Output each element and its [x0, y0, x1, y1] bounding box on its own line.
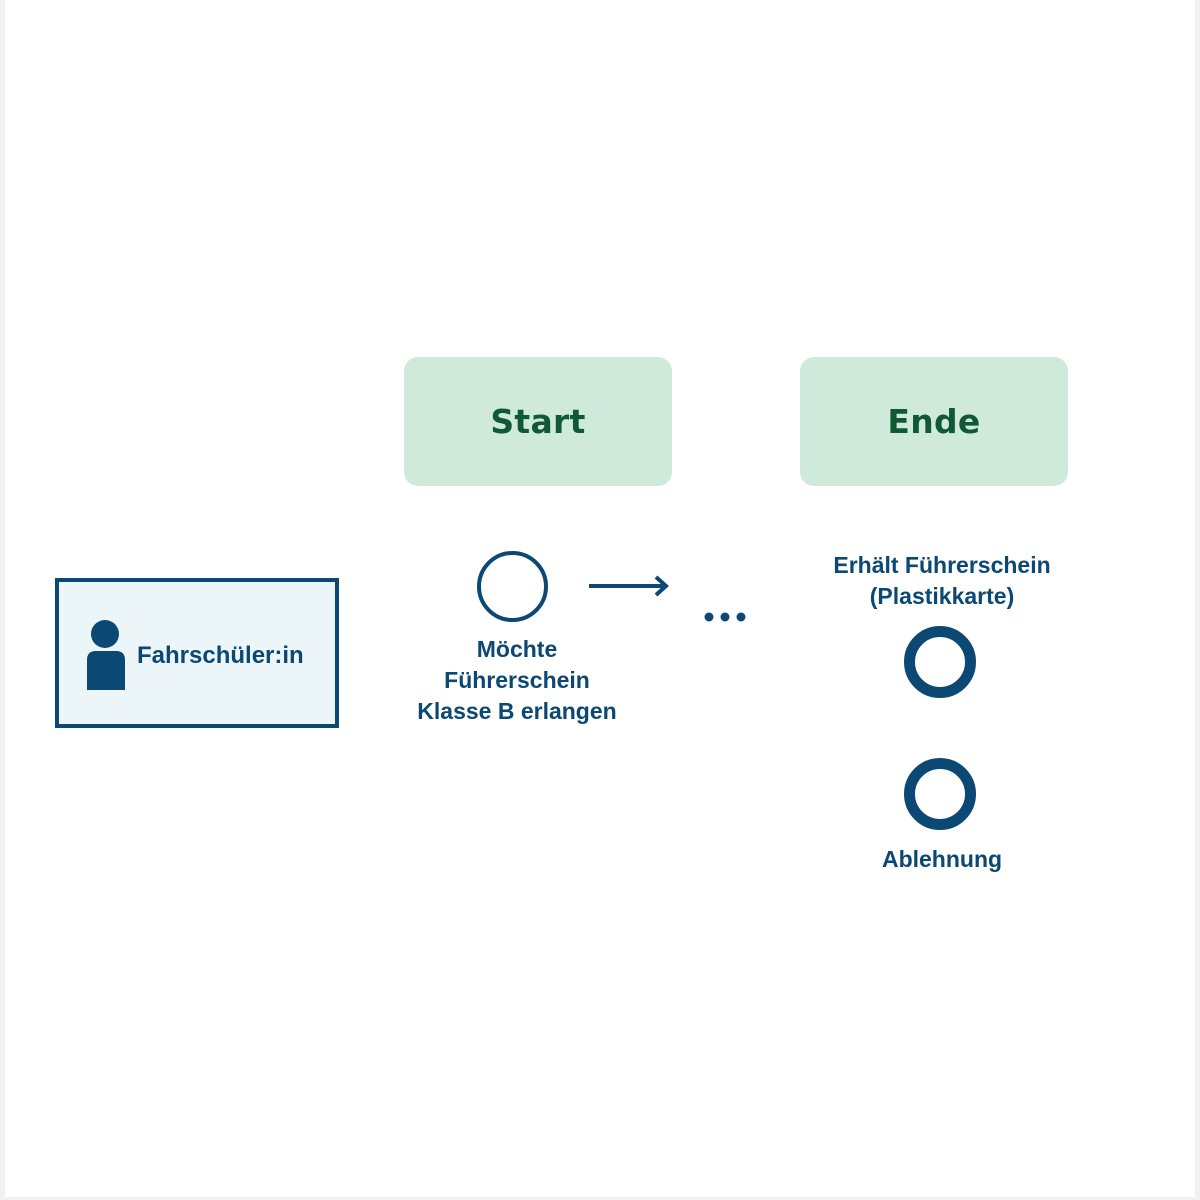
actor-box: Fahrschüler:in — [55, 578, 339, 728]
end-event-label-line: Ablehnung — [881, 846, 1003, 872]
end-event-label-license: Erhält Führerschein (Plastikkarte) — [802, 550, 1082, 612]
start-event-label-line: Führerschein — [444, 667, 590, 693]
start-event-circle — [477, 551, 548, 622]
actor-label: Fahrschüler:in — [137, 642, 304, 669]
end-event-rejection-circle — [904, 758, 976, 830]
end-event-label-line: (Plastikkarte) — [869, 583, 1015, 609]
end-event-license-circle — [904, 626, 976, 698]
end-event-label-line: Erhält Führerschein — [833, 552, 1051, 578]
phase-start-label: Start — [490, 402, 586, 441]
start-event-label: Möchte Führerschein Klasse B erlangen — [392, 634, 642, 727]
sequence-flow-arrow — [589, 575, 669, 597]
end-event-label-rejection: Ablehnung — [842, 844, 1042, 875]
person-icon — [87, 620, 125, 690]
phase-end-label: Ende — [887, 402, 981, 441]
phase-end-box: Ende — [800, 357, 1068, 486]
ellipsis-icon — [704, 612, 746, 622]
phase-start-box: Start — [404, 357, 672, 486]
start-event-label-line: Möchte — [476, 636, 558, 662]
diagram-canvas: Start Ende Fahrschüler:in Möchte Führers… — [5, 0, 1195, 1197]
start-event-label-line: Klasse B erlangen — [417, 698, 617, 724]
